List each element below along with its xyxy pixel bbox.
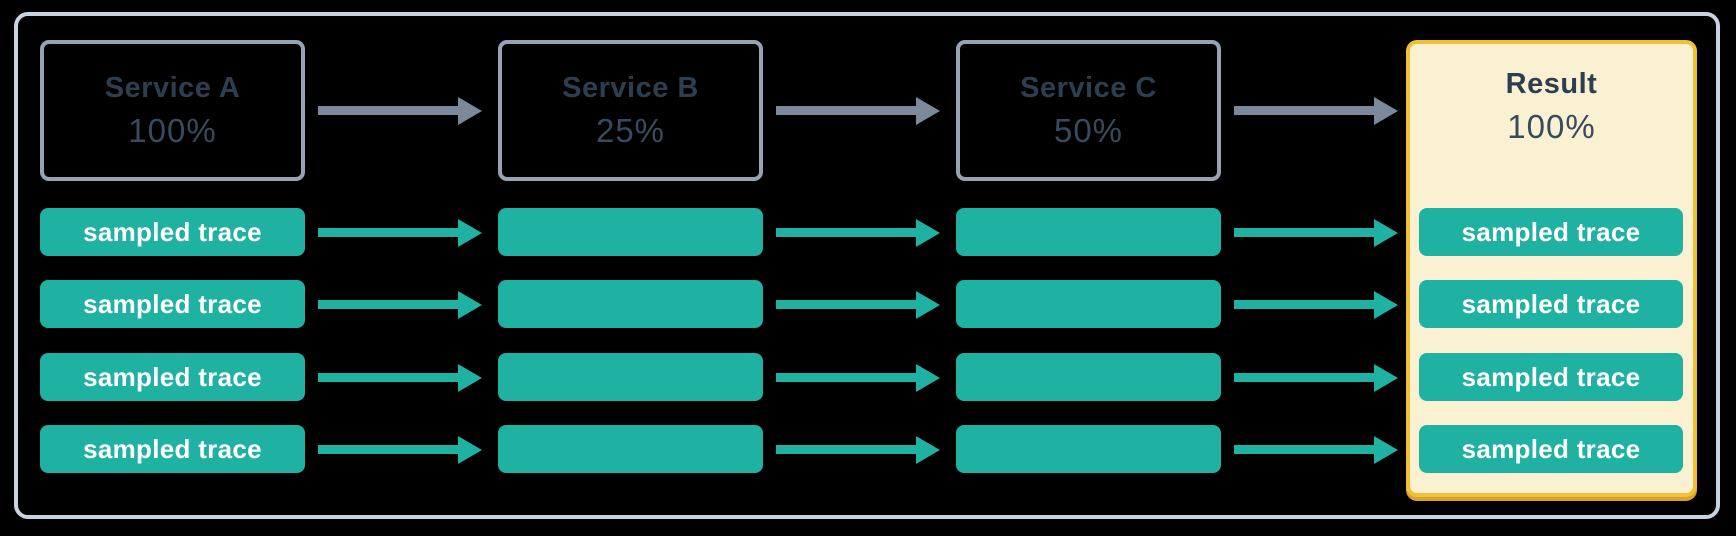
sampled-trace-box: sampled trace [1419, 353, 1683, 401]
flow-arrow-icon [1234, 106, 1374, 115]
trace-arrow-icon [1234, 445, 1374, 454]
service-b-sample-rate: 25% [595, 111, 666, 149]
sampled-trace-label: sampled trace [1461, 433, 1641, 464]
trace-arrow-icon [318, 373, 458, 382]
sampled-trace-box [498, 208, 763, 256]
sampled-trace-label: sampled trace [83, 433, 262, 464]
flow-arrow-icon [318, 106, 458, 115]
trace-arrow-icon [1234, 228, 1374, 237]
trace-arrow-icon [1234, 300, 1374, 309]
sampled-trace-label: sampled trace [83, 288, 262, 319]
sampled-trace-label: sampled trace [83, 361, 262, 392]
sampled-trace-box [956, 425, 1221, 473]
sampled-trace-label: sampled trace [1461, 288, 1641, 319]
trace-arrow-icon [318, 228, 458, 237]
sampled-trace-box [956, 353, 1221, 401]
result-title: Result [1505, 68, 1598, 100]
trace-arrow-icon [776, 300, 916, 309]
sampled-trace-box [498, 425, 763, 473]
service-c-name: Service C [1020, 71, 1157, 104]
sampled-trace-box: sampled trace [1419, 425, 1683, 473]
sampled-trace-box [956, 208, 1221, 256]
sampled-trace-label: sampled trace [1461, 216, 1641, 247]
service-c-node: Service C 50% [956, 40, 1221, 181]
trace-arrow-icon [1234, 373, 1374, 382]
sampled-trace-box [498, 280, 763, 328]
sampled-trace-label: sampled trace [1461, 361, 1641, 392]
service-b-name: Service B [562, 71, 699, 104]
trace-arrow-icon [776, 228, 916, 237]
result-sample-rate: 100% [1507, 108, 1596, 145]
sampled-trace-box: sampled trace [1419, 280, 1683, 328]
service-c-sample-rate: 50% [1053, 111, 1124, 149]
sampled-trace-box: sampled trace [40, 353, 305, 401]
service-a-name: Service A [104, 71, 241, 104]
sampled-trace-box [498, 353, 763, 401]
sampled-trace-label: sampled trace [83, 216, 262, 247]
trace-arrow-icon [318, 300, 458, 309]
sampled-trace-box: sampled trace [40, 280, 305, 328]
diagram-outer-frame [14, 12, 1720, 519]
sampled-trace-box: sampled trace [1419, 208, 1683, 256]
sampled-trace-box: sampled trace [40, 425, 305, 473]
trace-arrow-icon [776, 373, 916, 382]
service-b-node: Service B 25% [498, 40, 763, 181]
flow-arrow-icon [776, 106, 916, 115]
service-a-sample-rate: 100% [128, 111, 217, 149]
sampled-trace-box [956, 280, 1221, 328]
sampled-trace-box: sampled trace [40, 208, 305, 256]
service-a-node: Service A 100% [40, 40, 305, 181]
trace-arrow-icon [318, 445, 458, 454]
result-panel: Result 100% [1406, 40, 1697, 497]
trace-arrow-icon [776, 445, 916, 454]
